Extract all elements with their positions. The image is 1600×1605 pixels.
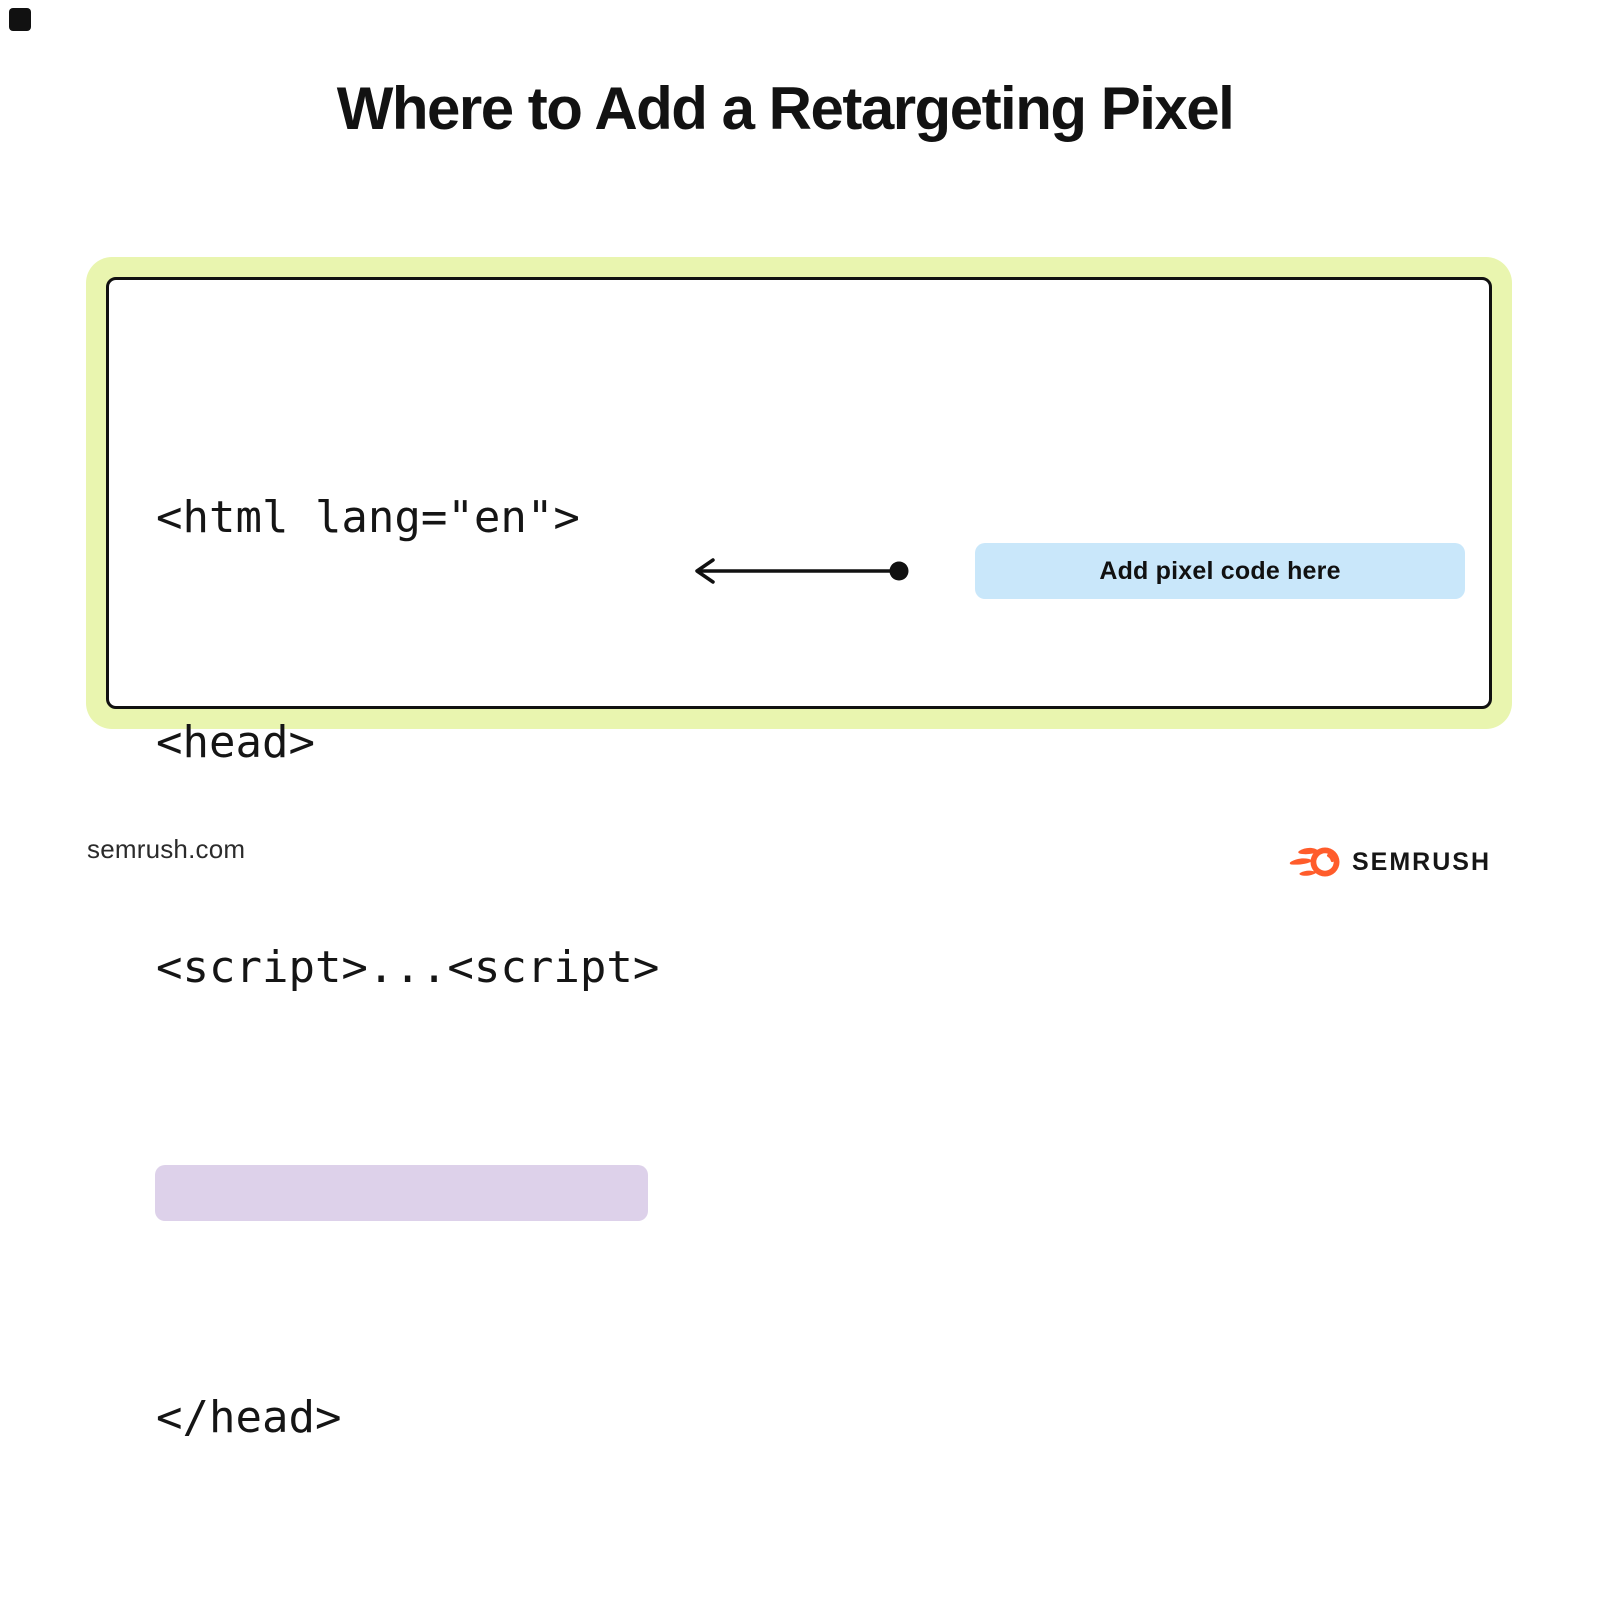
corner-mark: [9, 8, 31, 31]
semrush-wordmark: SEMRUSH: [1352, 847, 1492, 876]
code-line-head-open: <head>: [156, 717, 315, 768]
pixel-placeholder-highlight: [155, 1164, 648, 1221]
page-title: Where to Add a Retargeting Pixel: [336, 75, 1235, 142]
semrush-comet-icon: [1289, 843, 1343, 881]
code-line-script: <script>...<script>: [156, 942, 660, 993]
diagram-frame: <html lang="en"> <head> <script>...<scri…: [86, 257, 1512, 1443]
website-url: semrush.com: [87, 834, 246, 864]
arrow-left-icon: [688, 555, 910, 587]
pixel-placeholder-row: [155, 1155, 659, 1230]
code-line-head-close: </head>: [156, 1392, 342, 1443]
pixel-code-annotation: Add pixel code here: [975, 543, 1465, 599]
infographic-canvas: Where to Add a Retargeting Pixel <html l…: [9, 8, 1512, 1443]
code-block: <html lang="en"> <head> <script>...<scri…: [155, 330, 660, 1605]
code-line-html-open: <html lang="en">: [156, 492, 580, 543]
code-panel: <html lang="en"> <head> <script>...<scri…: [106, 277, 1492, 1443]
semrush-logo: SEMRUSH: [1289, 843, 1491, 881]
